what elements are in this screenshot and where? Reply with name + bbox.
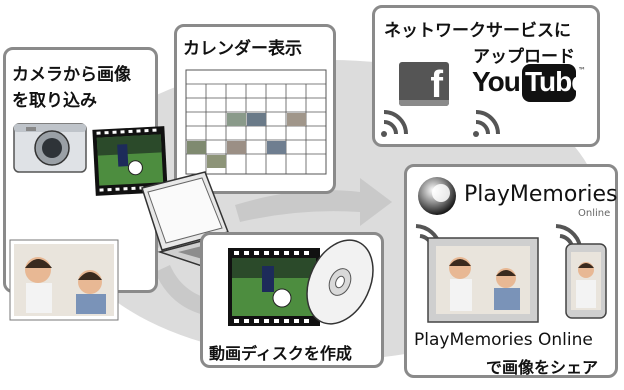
calendar-title: カレンダー表示	[183, 39, 302, 59]
network-title-line2: アップロード	[473, 47, 575, 67]
wifi-icon	[555, 224, 582, 247]
youtube-logo: You Tube ™	[470, 62, 590, 106]
facebook-f: f	[430, 64, 443, 106]
disc-icon	[306, 239, 374, 325]
youtube-you: You	[472, 66, 521, 97]
arrow-laptop-to-web	[235, 178, 392, 226]
import-title-line1: カメラから画像	[12, 65, 131, 85]
youtube-tube-box	[522, 64, 576, 102]
film-strip-soccer-dvd	[228, 248, 320, 326]
playmemories-brand: PlayMemories	[464, 182, 618, 207]
playmemories-brand-sub: Online	[578, 208, 611, 219]
playmemories-caption-line2: で画像をシェア	[486, 358, 599, 377]
dvd-label: 動画ディスクを作成	[209, 344, 352, 363]
wifi-icon	[473, 110, 500, 137]
wifi-icon	[381, 110, 408, 137]
playmemories-caption-line1: PlayMemories Online	[414, 330, 593, 350]
photo-frame-icon	[427, 237, 539, 323]
facebook-logo: f	[399, 62, 449, 106]
youtube-tube: Tube	[525, 66, 587, 97]
smartphone-icon	[565, 243, 607, 319]
import-title-line2: を取り込み	[12, 91, 97, 111]
network-title-line1: ネットワークサービスに	[384, 21, 571, 41]
youtube-tm: ™	[578, 66, 586, 75]
